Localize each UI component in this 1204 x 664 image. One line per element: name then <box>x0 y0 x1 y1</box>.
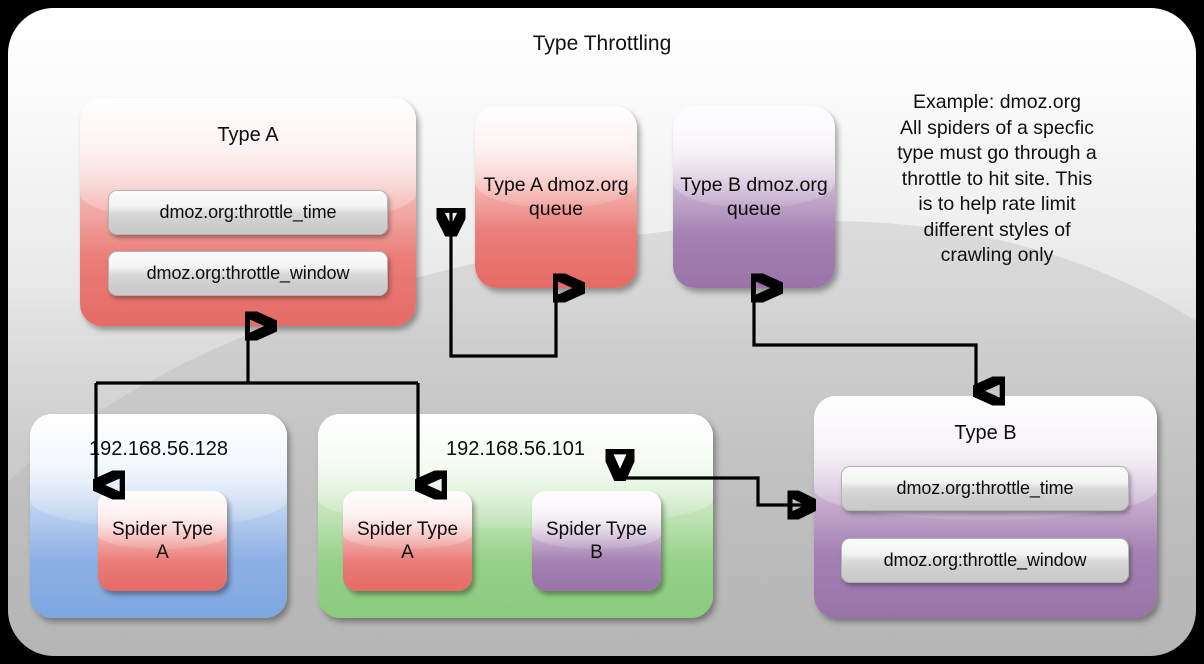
host-192-168-56-128-ip: 192.168.56.128 <box>88 438 229 460</box>
spider-type-a-host101[interactable]: Spider Type A <box>343 491 472 591</box>
type-b-queue-panel[interactable]: Type B dmoz.org queue <box>673 106 835 288</box>
type-b-throttle-time-key[interactable]: dmoz.org:throttle_time <box>841 466 1129 511</box>
type-a-throttle-time-key[interactable]: dmoz.org:throttle_time <box>108 190 388 235</box>
spider-type-a-host128[interactable]: Spider Type A <box>98 491 227 591</box>
spider-type-a-host101-label: Spider Type A <box>356 519 459 563</box>
spider-type-b-host101[interactable]: Spider Type B <box>532 491 661 591</box>
host-192-168-56-101-ip: 192.168.56.101 <box>445 438 586 460</box>
type-a-throttle-title: Type A <box>217 124 279 146</box>
connector-queue-b-to-throttle-b <box>754 288 976 391</box>
outer-frame: Type Throttling Type A dmoz.org:throttle… <box>8 8 1196 656</box>
spider-type-b-host101-label: Spider Type B <box>545 519 648 563</box>
page-title: Type Throttling <box>532 32 672 55</box>
type-a-queue-panel[interactable]: Type A dmoz.org queue <box>475 106 637 288</box>
type-b-queue-label: Type B dmoz.org queue <box>680 174 828 220</box>
type-b-throttle-title: Type B <box>954 422 1017 444</box>
type-a-throttle-window-key[interactable]: dmoz.org:throttle_window <box>108 251 388 296</box>
explanatory-note: Example: dmoz.org All spiders of a specf… <box>897 91 1097 266</box>
type-a-queue-label: Type A dmoz.org queue <box>483 174 629 220</box>
spider-type-a-host128-label: Spider Type A <box>111 519 214 563</box>
type-b-throttle-window-key[interactable]: dmoz.org:throttle_window <box>841 538 1129 583</box>
